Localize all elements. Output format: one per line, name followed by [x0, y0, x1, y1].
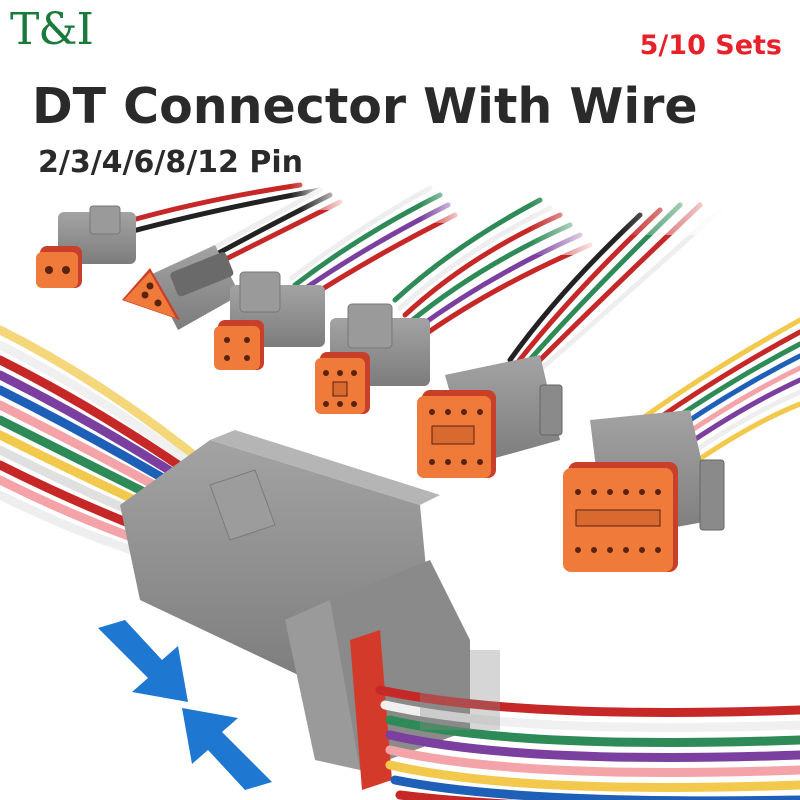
connector-4pin	[214, 178, 470, 370]
product-title: DT Connector With Wire	[32, 78, 698, 135]
pin-options: 2/3/4/6/8/12 Pin	[38, 145, 303, 180]
mate-arrows	[98, 620, 272, 790]
connector-6pin	[315, 190, 600, 414]
sets-badge: 5/10 Sets	[639, 30, 782, 61]
connector-8pin	[417, 190, 730, 478]
large-connector-pair	[0, 325, 800, 800]
brand-logo: T&I	[10, 4, 94, 55]
connector-3pin	[122, 180, 350, 330]
arrow-up-left-icon	[182, 708, 272, 790]
arrow-down-right-icon	[98, 620, 188, 702]
connector-12pin	[563, 317, 800, 572]
connector-2pin	[36, 175, 340, 288]
